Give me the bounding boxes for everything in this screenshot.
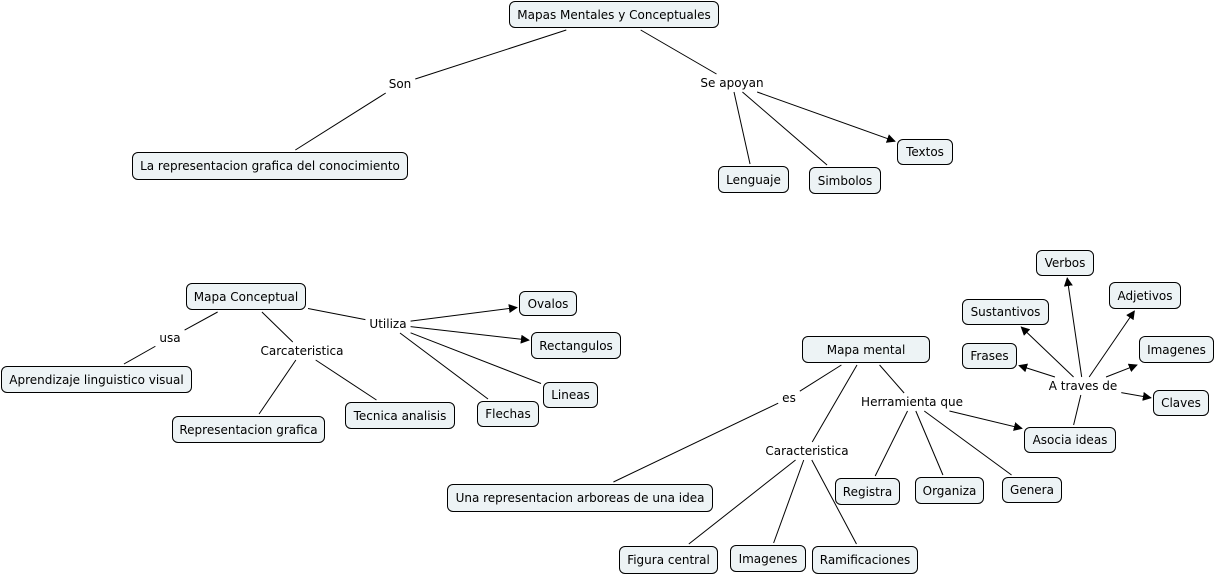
connection-a_traves_de-sustantivos: [1020, 326, 1074, 378]
connection-mapa_mental-herramienta_que: [879, 364, 905, 394]
connection-a_traves_de-claves: [1121, 391, 1152, 401]
concept-ovalos[interactable]: Ovalos: [519, 291, 577, 316]
connection-utiliza-ovalos: [410, 304, 518, 322]
link-se-apoyan: Se apoyan: [698, 76, 766, 90]
concept-lenguaje[interactable]: Lenguaje: [718, 166, 789, 193]
link-utiliza: Utiliza: [367, 317, 409, 331]
connection-utiliza-flechas: [399, 332, 489, 400]
concept-ramificaciones[interactable]: Ramificaciones: [812, 546, 918, 574]
concept-arboreas[interactable]: Una representacion arboreas de una idea: [447, 484, 713, 512]
connection-herramienta_que-registra: [874, 410, 908, 477]
connection-a_traves_de-imagenes_at: [1105, 363, 1138, 378]
connection-se_apoyan-textos: [757, 91, 896, 143]
connection-mapa_conceptual-usa: [184, 311, 218, 331]
connection-se_apoyan-lenguaje: [733, 91, 751, 165]
concept-flechas[interactable]: Flechas: [477, 401, 539, 427]
connection-caracteristica-ramificaciones: [811, 459, 857, 545]
concept-registra[interactable]: Registra: [835, 478, 900, 505]
concept-rectangulos[interactable]: Rectangulos: [531, 332, 621, 359]
connection-utiliza-lineas: [410, 332, 542, 384]
connection-a_traves_de-adjetivos: [1088, 310, 1135, 378]
concept-lineas[interactable]: Lineas: [543, 382, 598, 408]
connection-utiliza-rectangulos: [410, 326, 530, 344]
connection-son-rep_grafica_conocimiento: [295, 92, 386, 151]
link-carcateristica: Carcateristica: [258, 344, 346, 358]
connection-a_traves_de-frases: [1018, 363, 1056, 378]
connection-root-son: [415, 29, 567, 80]
concept-textos[interactable]: Textos: [897, 139, 953, 165]
concept-frases[interactable]: Frases: [962, 343, 1017, 369]
concept-organiza[interactable]: Organiza: [915, 477, 984, 504]
concept-claves[interactable]: Claves: [1153, 390, 1209, 416]
connection-usa-aprendizaje: [123, 345, 156, 365]
connection-se_apoyan-simbolos: [742, 91, 828, 166]
connection-mapa_mental-caracteristica: [811, 364, 858, 443]
link-caracteristica: Caracteristica: [763, 444, 851, 458]
concept-asocia-ideas[interactable]: Asocia ideas: [1024, 427, 1116, 453]
concept-mapa-conceptual[interactable]: Mapa Conceptual: [186, 283, 306, 310]
concept-mapa-mental[interactable]: Mapa mental: [802, 336, 930, 363]
concept-representacion-grafica[interactable]: Representacion grafica: [172, 416, 325, 443]
concept-adjetivos[interactable]: Adjetivos: [1109, 282, 1181, 309]
connection-herramienta_que-asocia_ideas: [949, 410, 1023, 431]
link-herramienta-que: Herramienta que: [859, 395, 965, 409]
concept-verbos[interactable]: Verbos: [1036, 250, 1094, 276]
connection-herramienta_que-organiza: [915, 410, 944, 476]
concept-genera[interactable]: Genera: [1002, 477, 1062, 503]
connection-asocia_ideas-a_traves_de: [1073, 394, 1082, 426]
concept-imagenes-at[interactable]: Imagenes: [1139, 336, 1214, 363]
concept-tecnica-analisis[interactable]: Tecnica analisis: [345, 402, 455, 429]
connection-carcateristica-representacion_grafica: [258, 359, 297, 415]
connection-caracteristica-figura_central: [688, 459, 796, 545]
concept-imagenes[interactable]: Imagenes: [730, 545, 806, 572]
connection-herramienta_que-genera: [923, 410, 1012, 476]
concept-root[interactable]: Mapas Mentales y Conceptuales: [509, 1, 719, 28]
connection-es-arboreas: [613, 402, 779, 483]
link-es: es: [780, 391, 798, 405]
connection-caracteristica-imagenes_mm: [773, 459, 805, 544]
connection-carcateristica-tecnica_analisis: [315, 359, 377, 401]
concept-figura-central[interactable]: Figura central: [619, 546, 718, 574]
connection-mapa_conceptual-carcateristica: [261, 311, 294, 343]
concept-simbolos[interactable]: Simbolos: [809, 167, 881, 194]
connection-root-se_apoyan: [640, 29, 717, 75]
link-a-traves-de: A traves de: [1046, 379, 1120, 393]
connection-mapa_mental-es: [799, 364, 842, 392]
connection-mapa_conceptual-utiliza: [307, 308, 366, 321]
concept-sustantivos[interactable]: Sustantivos: [962, 299, 1049, 325]
connection-a_traves_de-verbos: [1063, 277, 1083, 378]
link-son: Son: [386, 77, 414, 91]
concept-aprendizaje[interactable]: Aprendizaje linguistico visual: [1, 366, 192, 393]
concept-rep-grafica-conocimiento[interactable]: La representacion grafica del conocimien…: [132, 152, 408, 180]
link-usa: usa: [157, 331, 183, 345]
